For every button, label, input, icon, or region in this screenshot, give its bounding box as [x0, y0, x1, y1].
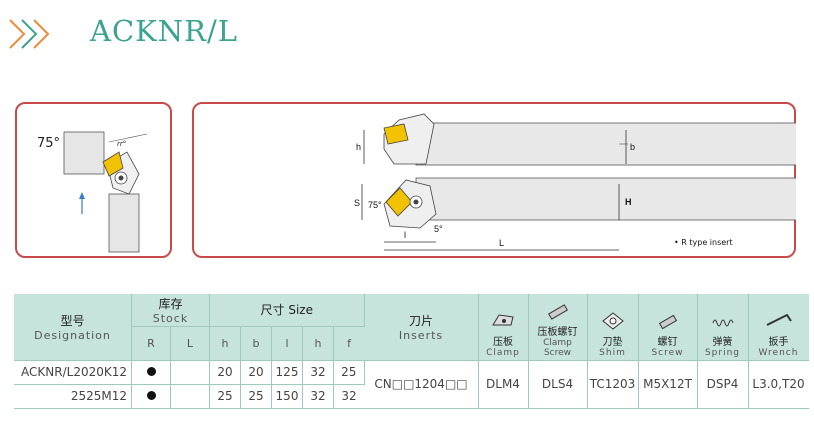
- row2-designation: 2525M12: [14, 384, 132, 409]
- shim-icon: [601, 311, 624, 330]
- dim-angle-75: 75°: [368, 200, 382, 210]
- clamp-screw-value: DLS4: [528, 360, 588, 409]
- wrench-icon: [766, 313, 792, 326]
- spring-header: 弹簧 Spring: [697, 294, 749, 361]
- page-title: ACKNR/L: [90, 14, 239, 48]
- in-stock-dot: [146, 391, 156, 400]
- dim-angle-5: 5°: [434, 224, 443, 234]
- chevrons-icon: [9, 19, 50, 49]
- sub-f: f: [333, 326, 364, 361]
- wrench-value: L3.0,T20: [748, 360, 809, 409]
- row2-stock-L: [170, 384, 210, 409]
- screw-header: 螺钉 Screw: [638, 294, 698, 361]
- spec-table: 型号 Designation 库存 Stock 尺寸 Size 刀片 Inser…: [14, 294, 809, 409]
- clamp-value: DLM4: [478, 360, 529, 409]
- row1-stock-R: [131, 360, 171, 385]
- spring-value: DSP4: [697, 360, 749, 409]
- screw-icon: [658, 314, 677, 329]
- clamp-header: 压板 Clamp: [478, 294, 529, 361]
- sub-h: h: [209, 326, 241, 361]
- clamp-screw-header: 压板螺钉 Clamp Screw: [528, 294, 588, 361]
- wrench-header: 扳手 Wrench: [748, 294, 809, 361]
- sub-L: L: [170, 326, 210, 361]
- row2-b: 25: [240, 384, 272, 409]
- angle-label: 75°: [37, 136, 61, 151]
- row2-l: 150: [271, 384, 303, 409]
- spring-icon: [712, 319, 733, 326]
- row2-h: 25: [209, 384, 241, 409]
- row1-designation: ACKNR/L2020K12: [14, 360, 132, 385]
- dim-L: L: [499, 238, 504, 248]
- stock-header: 库存 Stock: [131, 294, 210, 327]
- row2-h1: 32: [302, 384, 334, 409]
- holder-drawing: h b S 75° H l 5° L: [354, 113, 796, 251]
- in-stock-dot: [146, 367, 156, 376]
- shim-value: TC1203: [587, 360, 639, 409]
- sub-l: l: [271, 326, 303, 361]
- row1-b: 20: [240, 360, 272, 385]
- row1-h: 20: [209, 360, 241, 385]
- size-header: 尺寸 Size: [209, 294, 365, 327]
- designation-header: 型号 Designation: [14, 294, 132, 361]
- holder-dimension-panel: h b S 75° H l 5° L • R type insert: [192, 102, 796, 258]
- sub-R: R: [131, 326, 171, 361]
- dim-H: H: [625, 197, 632, 207]
- sub-b: b: [240, 326, 272, 361]
- dim-h: h: [356, 142, 361, 152]
- row1-stock-L: [170, 360, 210, 385]
- row1-l: 125: [271, 360, 303, 385]
- insert-value: CN□□1204□□: [364, 360, 479, 409]
- screw-value: M5X12T: [638, 360, 698, 409]
- clamp-screw-icon: [547, 303, 568, 320]
- r-type-note: • R type insert: [674, 238, 733, 247]
- shim-header: 刀垫 Shim: [587, 294, 639, 361]
- insert-angle-drawing: rr°: [63, 131, 148, 253]
- dim-l: l: [404, 230, 406, 240]
- clamp-icon: [492, 313, 514, 325]
- small-angle-label: rr°: [117, 140, 126, 148]
- row2-stock-R: [131, 384, 171, 409]
- dim-s: S: [354, 198, 360, 208]
- sub-h1: h: [302, 326, 334, 361]
- row1-f: 25: [333, 360, 365, 385]
- insert-angle-panel: 75° rr°: [15, 102, 172, 258]
- row2-f: 32: [333, 384, 364, 409]
- dim-b: b: [630, 142, 635, 152]
- inserts-header: 刀片 Inserts: [364, 294, 479, 361]
- row1-h1: 32: [302, 360, 334, 385]
